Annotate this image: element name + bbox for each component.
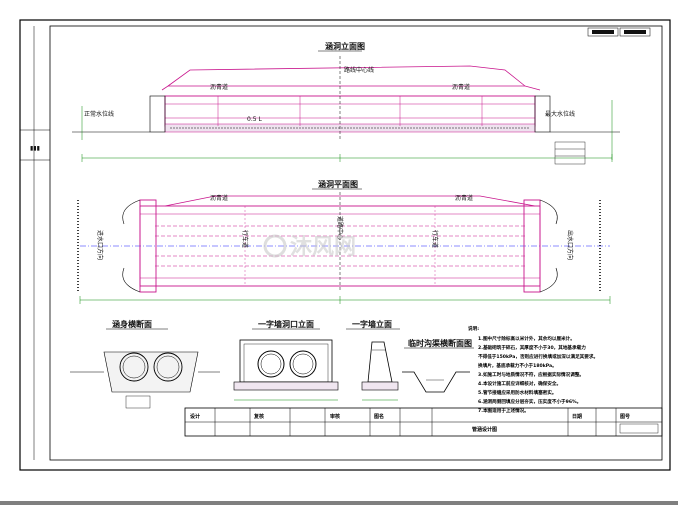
notes-block: 说明: 1.图中尺寸除标高以米计外，其余均以厘米计。 2.基础砌筑于碎石，其厚度… — [468, 325, 598, 414]
elevation-view: 涵洞立面图 沥青道 沥青道 0.5 L 正常水位线 最大水位线 路线中心线 — [72, 41, 620, 165]
tb-drawing-name: 管涵设计图 — [472, 426, 497, 433]
water-level-left-label: 正常水位线 — [84, 110, 114, 118]
slope-label: 0.5 L — [247, 116, 262, 123]
left-road-label: 沥青道 — [210, 83, 228, 91]
plan-outlet-label: 出水口方向 — [566, 230, 574, 260]
tb-cell: 日期 — [572, 413, 582, 420]
temp-channel-view: 临时沟渠横断面图 — [402, 338, 474, 393]
frame-border — [49, 25, 663, 461]
end-wall-view: 一字墙立面 — [346, 319, 400, 401]
section-title: 涵身横断面 — [112, 319, 152, 329]
right-road-label: 沥青道 — [452, 83, 470, 91]
temp-channel-title: 临时沟渠横断面图 — [408, 338, 472, 348]
plan-lane-right-label: 行车道 — [431, 230, 439, 248]
section-view: 涵身横断面 — [70, 319, 220, 409]
water-level-right-label: 最大水位线 — [545, 110, 575, 118]
plan-center-label: 道路中心 — [336, 216, 344, 240]
tb-cell: 图号 — [620, 413, 630, 420]
tb-cell: 设计 — [190, 413, 200, 420]
plan-title: 涵洞平面图 — [318, 179, 358, 189]
tb-cell: 审核 — [330, 413, 340, 420]
note-item: 7.本图适用于上述情况。 — [478, 407, 529, 414]
watermark-text: 沐风网 — [290, 235, 356, 260]
title-block: 设计 复核 审核 图名 日期 图号 管涵设计图 — [184, 407, 663, 437]
margin-label: ▮▮▮ — [30, 145, 40, 152]
note-item: 不得低于150kPa，否则应进行换填或加深以满足其要求。 — [478, 353, 598, 360]
tb-cell: 图名 — [374, 413, 384, 420]
elevation-title: 涵洞立面图 — [325, 41, 365, 51]
sheet-border — [19, 19, 671, 471]
note-item: 3.如施工时与地质情况不符，应根据实际情况调整。 — [478, 371, 584, 378]
note-item: 换填片，基底承载力不小于180kPa。 — [478, 362, 557, 369]
note-item: 5.管节接缝应采用防水材料填塞密实。 — [478, 389, 556, 396]
plan-right-road-label: 沥青道 — [455, 194, 473, 202]
plan-inlet-label: 进水口方向 — [96, 230, 104, 260]
note-item: 4.本设计施工前应详细核对，确保安全。 — [478, 380, 561, 387]
end-wall-title: 一字墙立面 — [352, 319, 392, 329]
wall-title: 一字墙洞口立面 — [258, 319, 314, 329]
plan-left-road-label: 沥青道 — [210, 194, 228, 202]
plan-lane-left-label: 行车道 — [241, 230, 249, 248]
plan-view: 涵洞平面图 沥青道 沥青道 进水口方向 出水口方向 行车道 — [77, 179, 611, 304]
wall-elevation-view: 一字墙洞口立面 — [233, 319, 339, 401]
note-item: 1.图中尺寸除标高以米计外，其余均以厘米计。 — [478, 335, 575, 342]
centerline-label: 路线中心线 — [344, 66, 374, 74]
note-item: 2.基础砌筑于碎石，其厚度不小于30，其地基承载力 — [478, 344, 586, 351]
watermark: 沐风网 — [263, 234, 356, 260]
notes-heading: 说明: — [468, 325, 479, 332]
note-item: 6.涵洞两侧回填应分层夯实，压实度不小于96%。 — [478, 398, 581, 405]
tb-cell: 复核 — [253, 413, 264, 420]
